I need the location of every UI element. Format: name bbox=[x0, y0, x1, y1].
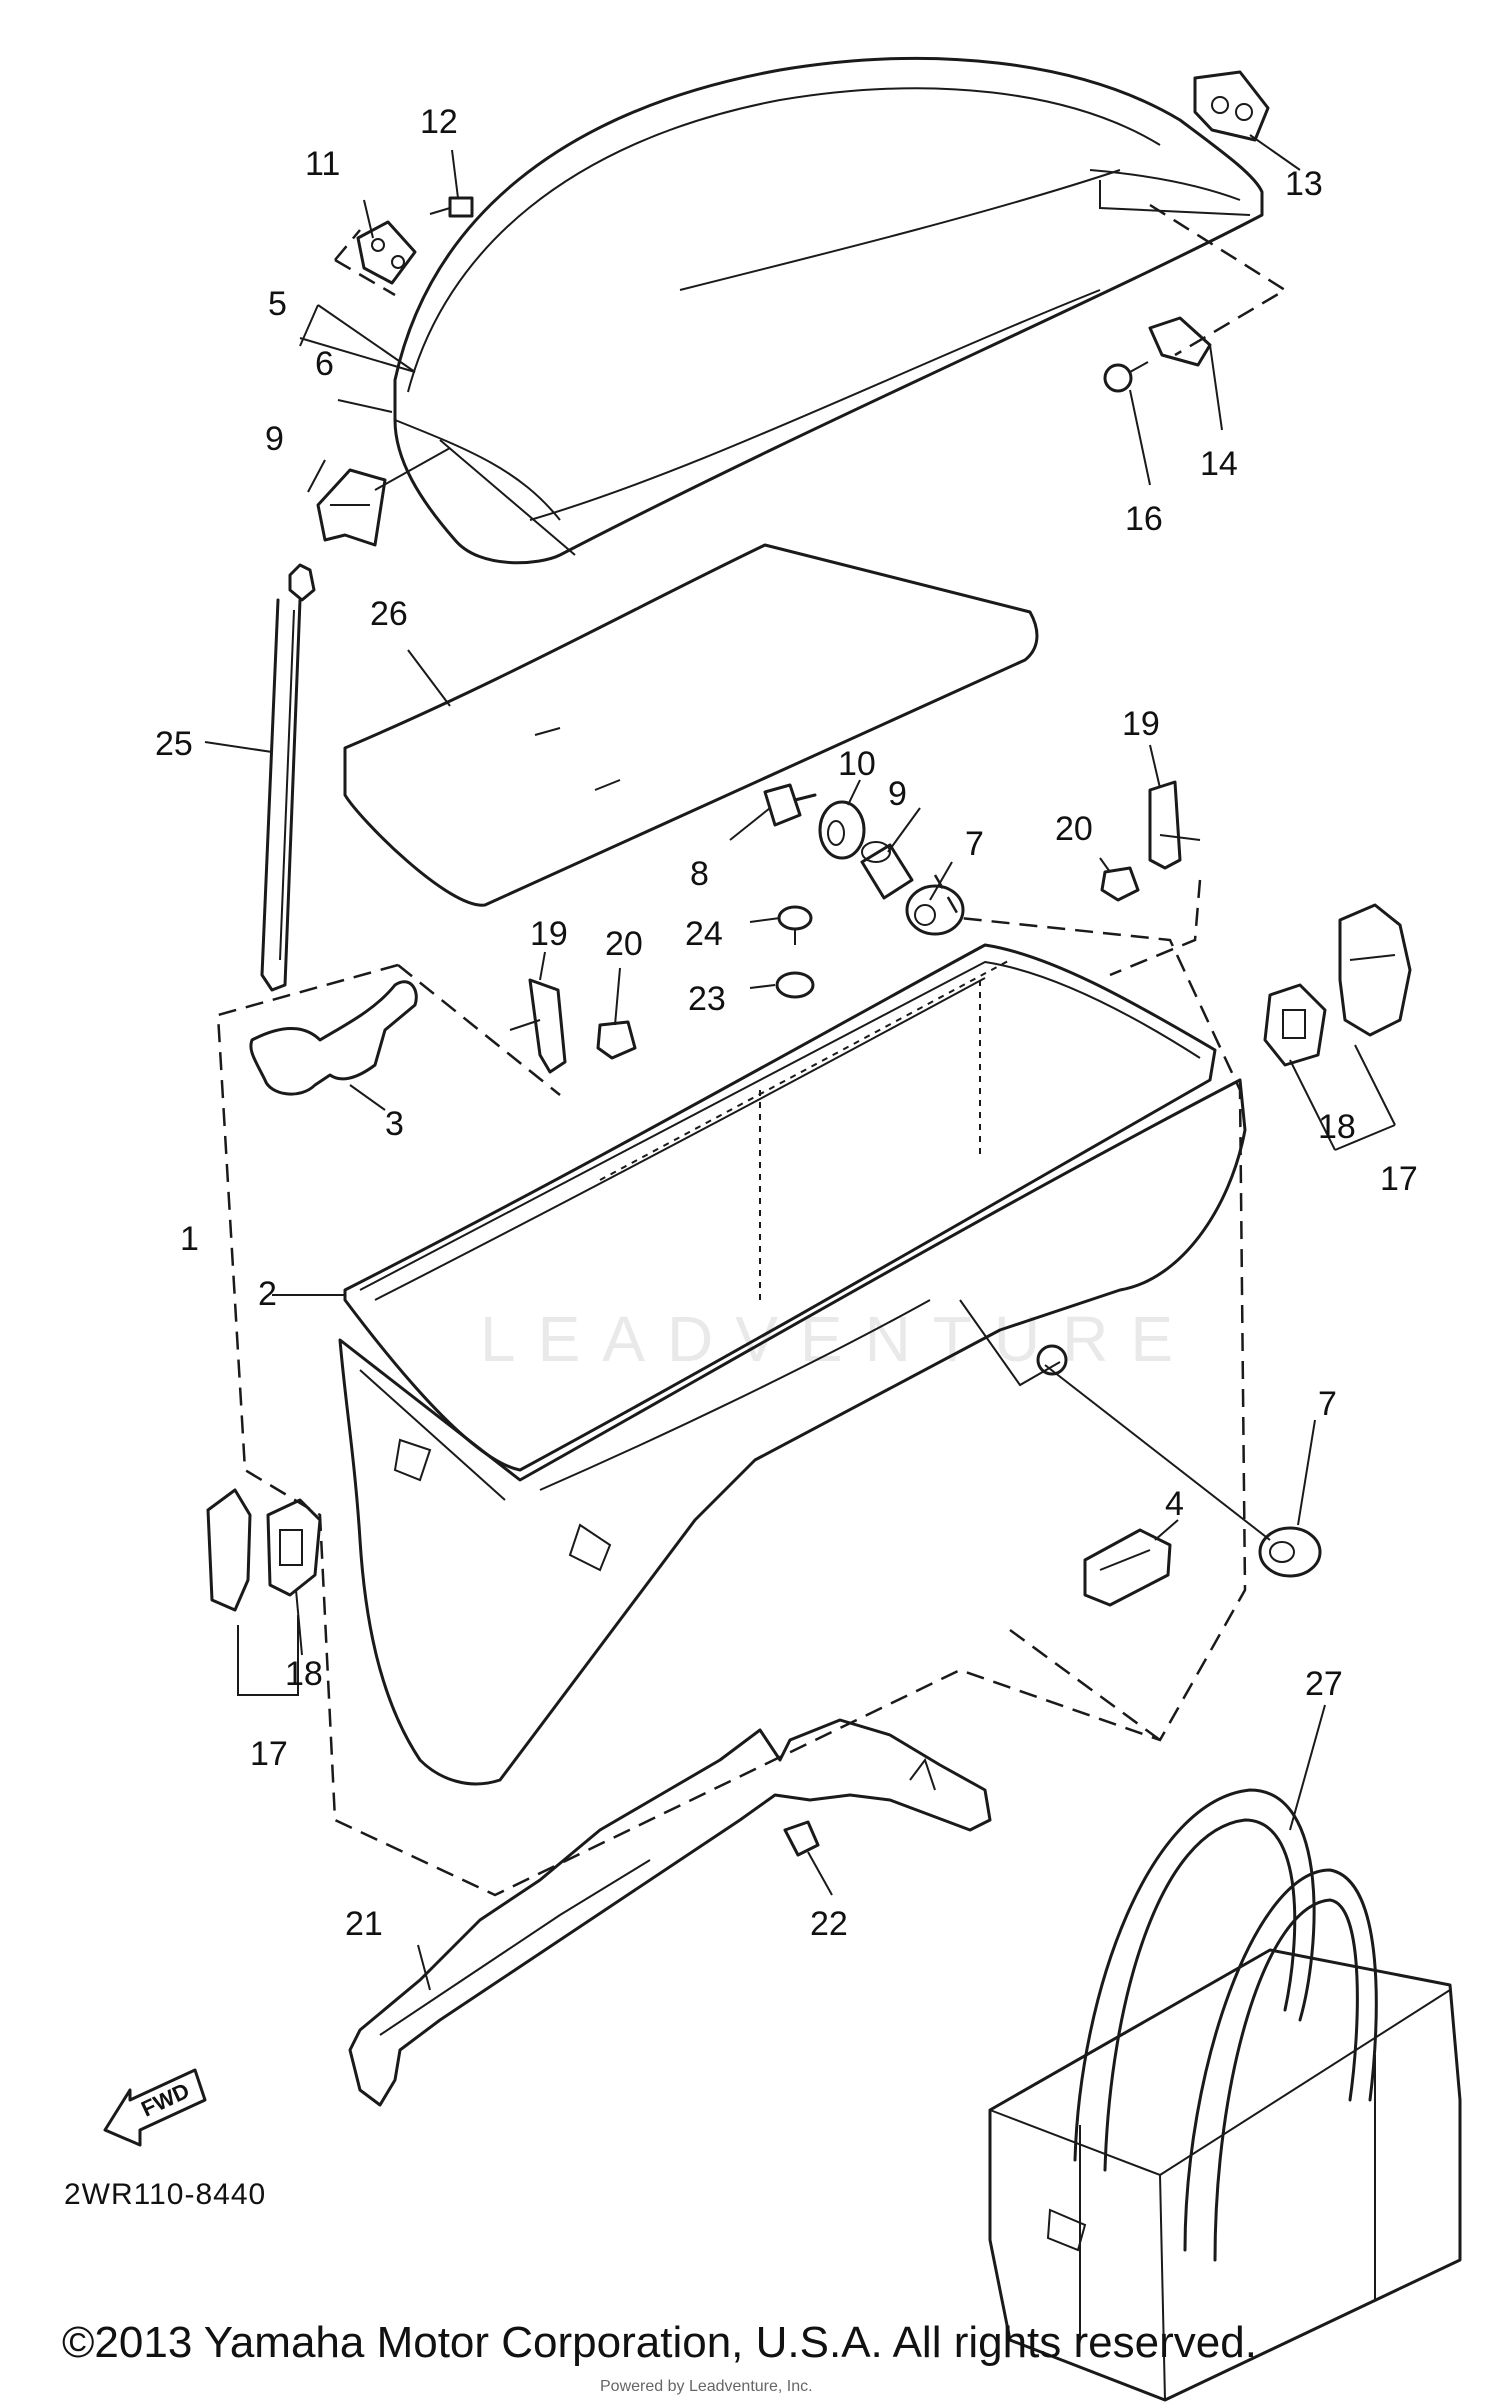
callout-20-right: 20 bbox=[1055, 810, 1093, 848]
part-grommet-7-bottom bbox=[1258, 1526, 1322, 1578]
part-liner-26 bbox=[343, 543, 1039, 907]
part-rail-21 bbox=[348, 1718, 992, 2107]
callout-numbers: 12 11 13 5 6 9 14 16 26 25 19 10 9 20 7 … bbox=[155, 103, 1418, 1943]
callout-19-center: 19 bbox=[530, 915, 568, 953]
part-box-1 bbox=[338, 959, 1247, 1786]
part-bracket-19-right bbox=[1148, 780, 1201, 870]
callout-25: 25 bbox=[155, 725, 193, 763]
callout-19-right: 19 bbox=[1122, 705, 1160, 743]
part-plate-12 bbox=[356, 220, 417, 285]
part-screw-16 bbox=[1103, 361, 1149, 393]
lid bbox=[393, 56, 1264, 565]
part-bag-27 bbox=[988, 1788, 1462, 2402]
callout-17-left: 17 bbox=[250, 1735, 288, 1773]
leader-lines bbox=[204, 134, 1326, 1991]
callout-20-center: 20 bbox=[605, 925, 643, 963]
part-nut-20-right bbox=[1100, 866, 1140, 902]
part-code: 2WR110-8440 bbox=[64, 2178, 267, 2211]
part-bumper-4 bbox=[1083, 1528, 1172, 1607]
part-strap-25 bbox=[260, 563, 316, 992]
callout-26: 26 bbox=[370, 595, 408, 633]
part-plate-3 bbox=[249, 980, 418, 1096]
callout-3: 3 bbox=[385, 1105, 404, 1143]
part-washer-23 bbox=[775, 971, 815, 999]
callout-13: 12 bbox=[420, 103, 458, 141]
callout-24: 24 bbox=[685, 915, 723, 953]
assembly-outline bbox=[216, 874, 1247, 1897]
callout-21: 21 bbox=[345, 1905, 383, 1943]
part-seal-2 bbox=[343, 943, 1217, 1472]
part-grommet-7-top bbox=[905, 884, 965, 936]
callout-27: 27 bbox=[1305, 1665, 1343, 1703]
callout-7-top: 7 bbox=[965, 825, 984, 863]
part-bracket-19-center bbox=[509, 978, 567, 1074]
lid-bracket bbox=[1149, 203, 1288, 357]
part-bolt-10 bbox=[763, 783, 817, 827]
part-hinge-14 bbox=[1193, 70, 1270, 142]
callout-9: 10 bbox=[838, 745, 876, 783]
bracket-17-right bbox=[1289, 1044, 1396, 1151]
part-washer-9 bbox=[818, 800, 866, 860]
callout-12: 11 bbox=[305, 145, 340, 183]
callout-1: 1 bbox=[180, 1220, 199, 1258]
bracket-17-left bbox=[237, 1615, 299, 1696]
lid-bracket-left bbox=[334, 229, 396, 297]
part-nut-20-center bbox=[596, 1020, 637, 1060]
part-plate-18-left bbox=[266, 1498, 322, 1597]
callout-15: 14 bbox=[1200, 445, 1238, 483]
part-clip-22 bbox=[783, 1820, 820, 1857]
part-latch-17-right bbox=[1338, 903, 1412, 1037]
callout-16: 16 bbox=[1125, 500, 1163, 538]
callout-17-right: 17 bbox=[1380, 1160, 1418, 1198]
callout-6: 6 bbox=[315, 345, 334, 383]
part-screw-13 bbox=[429, 196, 474, 218]
callout-7-bottom: 7 bbox=[1318, 1385, 1337, 1423]
callout-14: 13 bbox=[1285, 165, 1323, 203]
part-plate-15 bbox=[1148, 316, 1212, 367]
part-collar-8 bbox=[860, 841, 914, 900]
part-latch-17-left bbox=[206, 1488, 252, 1612]
part-bolt-24 bbox=[777, 905, 813, 945]
copyright-notice: ©2013 Yamaha Motor Corporation, U.S.A. A… bbox=[62, 2318, 1257, 2367]
callout-8: 9 bbox=[888, 775, 907, 813]
callout-18-right: 18 bbox=[1318, 1108, 1356, 1146]
part-plate-18-right bbox=[1263, 983, 1327, 1067]
callout-11: 9 bbox=[265, 420, 284, 458]
part-latch-11 bbox=[316, 447, 451, 547]
callout-18-left: 18 bbox=[285, 1655, 323, 1693]
assembly-outline-right bbox=[1109, 879, 1202, 977]
fwd-arrow: FWD bbox=[103, 2068, 207, 2147]
powered-by: Powered by Leadventure, Inc. bbox=[600, 2378, 813, 2395]
callout-22: 22 bbox=[810, 1905, 848, 1943]
callout-2: 2 bbox=[258, 1275, 277, 1313]
callout-23: 23 bbox=[688, 980, 726, 1018]
callout-10: 8 bbox=[690, 855, 709, 893]
callout-4: 4 bbox=[1165, 1485, 1184, 1523]
callout-5: 5 bbox=[268, 285, 287, 323]
